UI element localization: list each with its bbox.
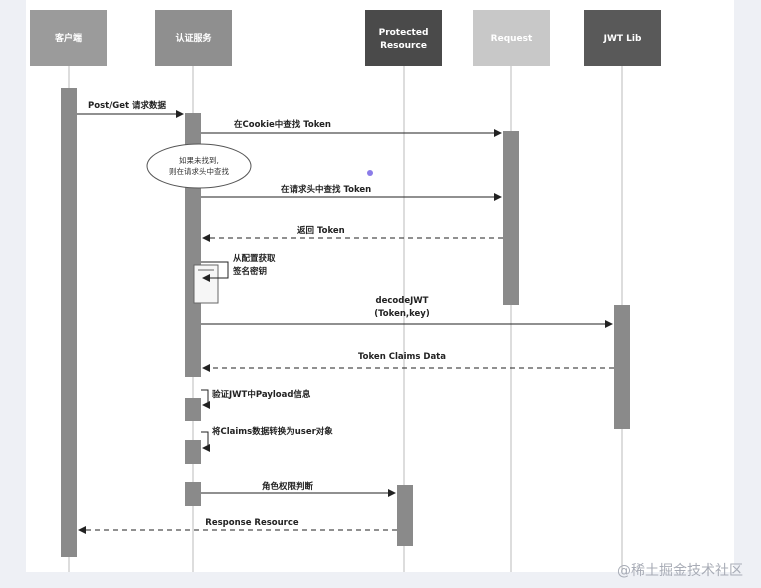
config-document-icon	[193, 264, 219, 304]
message-label: 在请求头中查找 Token	[281, 184, 371, 195]
note-bubble: 如果未找到, 则在请求头中查找	[146, 143, 252, 189]
message-return-token: 返回 Token	[202, 225, 503, 242]
message-label: 验证JWT中Payload信息	[212, 389, 311, 400]
message-label: Token Claims Data	[358, 352, 446, 362]
message-post-get: Post/Get 请求数据	[77, 100, 184, 118]
message-decode-jwt: decodeJWT (Token,key)	[201, 296, 613, 328]
canvas-panel	[26, 0, 734, 572]
message-label: 角色权限判断	[262, 481, 314, 492]
watermark: @稀土掘金技术社区	[617, 563, 743, 579]
participant-label-line1: Protected	[379, 28, 429, 38]
participant-box	[30, 10, 107, 66]
activation-protected	[397, 485, 413, 546]
message-label: Response Resource	[205, 518, 299, 528]
participant-label: JWT Lib	[603, 34, 642, 44]
message-label-line2: (Token,key)	[374, 309, 430, 319]
message-response-resource: Response Resource	[78, 518, 397, 534]
participant-box	[584, 10, 661, 66]
participant-box	[155, 10, 232, 66]
participant-request: Request	[473, 10, 550, 66]
participant-client: 客户端	[30, 10, 107, 66]
note-line1: 如果未找到,	[179, 155, 219, 165]
activation-request	[503, 131, 519, 305]
message-arrow	[201, 431, 210, 452]
message-arrow	[201, 389, 210, 409]
message-get-signing-key: 从配置获取 签名密钥	[201, 253, 276, 282]
message-header-lookup: 在请求头中查找 Token	[201, 184, 502, 201]
participant-box	[473, 10, 550, 66]
message-label: Post/Get 请求数据	[88, 100, 167, 111]
participant-box	[365, 10, 442, 66]
message-cookie-lookup: 在Cookie中查找 Token	[201, 119, 502, 137]
message-label-line1: 从配置获取	[233, 253, 276, 264]
message-label: 将Claims数据转换为user对象	[212, 426, 333, 437]
activation-auth-convert	[185, 440, 201, 464]
message-convert-user: 将Claims数据转换为user对象	[201, 426, 333, 452]
marker-dot	[367, 170, 373, 176]
message-label-line2: 签名密钥	[232, 266, 267, 277]
activation-bars	[61, 88, 630, 557]
participant-label-line2: Resource	[380, 41, 427, 51]
note-shape	[146, 143, 252, 189]
participant-label: 认证服务	[175, 32, 212, 44]
message-arrow	[201, 261, 229, 282]
note-line2: 则在请求头中查找	[169, 166, 229, 176]
participant-label: 客户端	[54, 32, 82, 44]
activation-client	[61, 88, 77, 557]
participant-protected: Protected Resource	[365, 10, 442, 66]
document-shape	[193, 264, 219, 304]
message-label: 返回 Token	[297, 225, 345, 236]
message-label-line1: decodeJWT	[376, 296, 429, 306]
activation-auth-role	[185, 482, 201, 506]
participant-label: Request	[491, 34, 533, 44]
message-validate-payload: 验证JWT中Payload信息	[201, 389, 311, 409]
message-token-claims: Token Claims Data	[202, 352, 614, 372]
participant-jwtlib: JWT Lib	[584, 10, 661, 66]
activation-auth-validate	[185, 398, 201, 421]
message-label: 在Cookie中查找 Token	[234, 119, 331, 130]
participant-auth: 认证服务	[155, 10, 232, 66]
message-role-check: 角色权限判断	[201, 481, 396, 497]
activation-jwtlib	[614, 305, 630, 429]
